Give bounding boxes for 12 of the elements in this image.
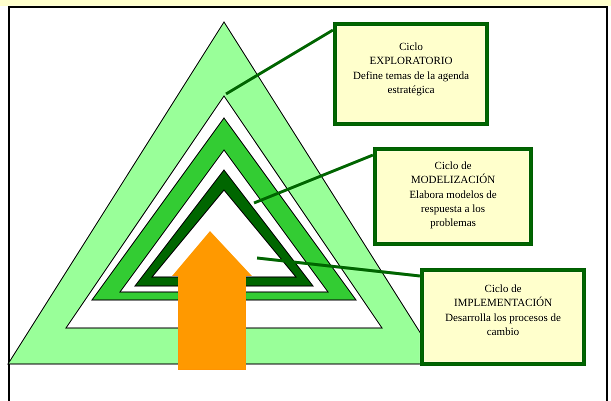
cycle-box [420, 268, 586, 366]
cycle-description: Desarrolla los procesos de cambio [444, 310, 562, 340]
cycle-heading: Ciclo de MODELIZACIÓN [410, 159, 496, 188]
cycle-heading: Ciclo de IMPLEMENTACIÓN [452, 282, 554, 311]
leader-line [256, 256, 420, 278]
cycle-box [333, 22, 489, 126]
cycle-description: Define temas de la agenda estratégica [352, 68, 470, 98]
cycle-heading: Ciclo EXPLORATORIO [368, 40, 454, 69]
leader-line [253, 154, 374, 204]
cycle-description: Elabora modelos de respuesta a los problemas [408, 188, 498, 230]
cycle-box [373, 147, 533, 246]
leader-line [225, 28, 334, 96]
